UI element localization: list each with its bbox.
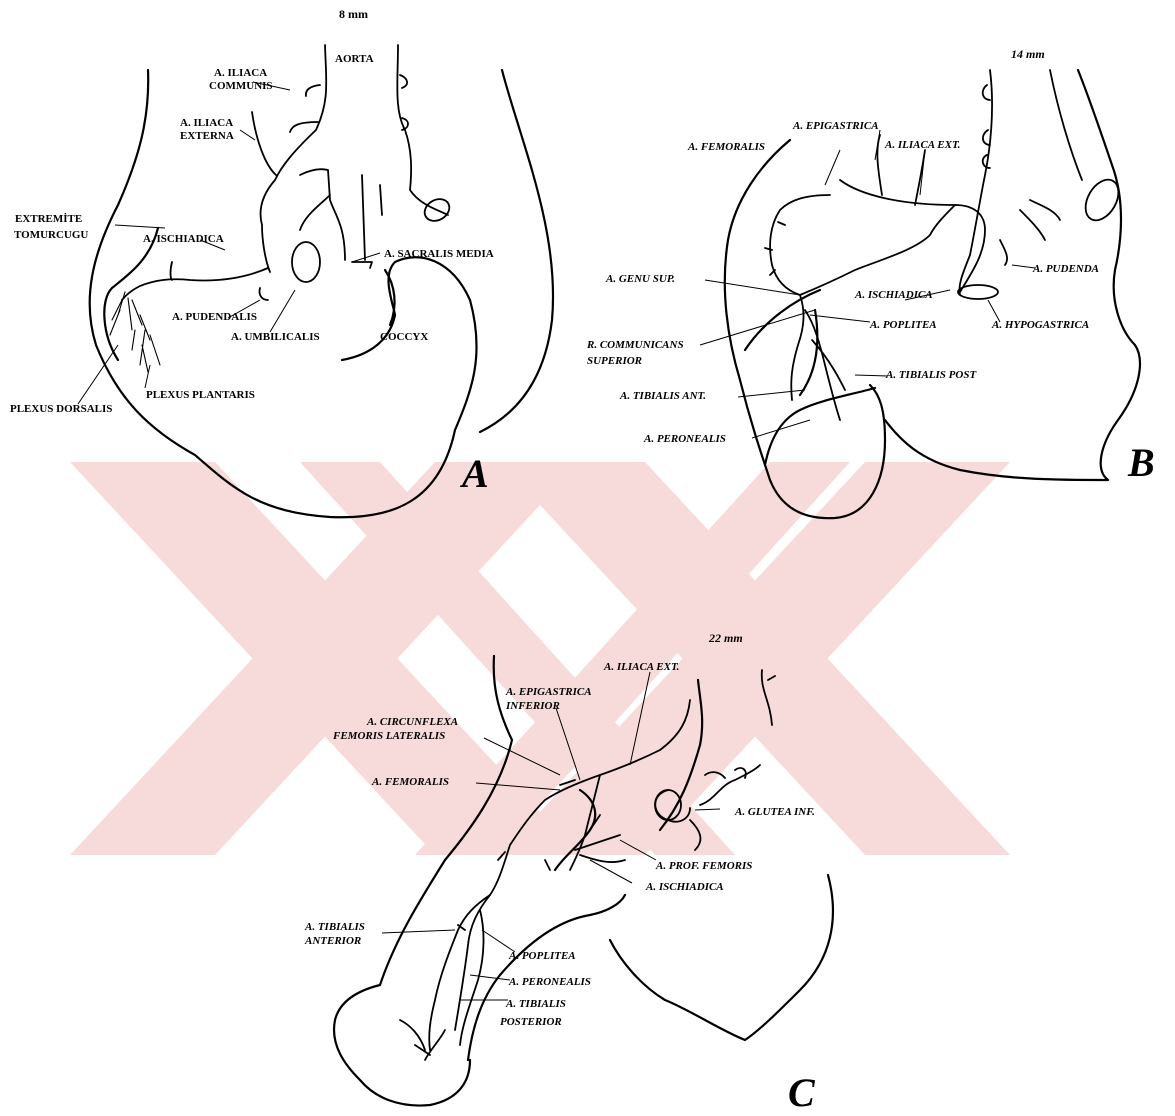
- label-plexus-plantaris: PLEXUS PLANTARIS: [146, 389, 255, 401]
- label-iliaca-communis-2: COMMUNIS: [209, 80, 273, 92]
- label-b-genu-sup: A. GENU SUP.: [605, 273, 675, 285]
- panel-b-iliac-trunk: [959, 70, 992, 295]
- panel-a: 8 mm AORTA A. ILIACA COMMUNIS A. ILIACA …: [10, 7, 553, 517]
- panel-b-body-right: [885, 70, 1140, 480]
- label-iliaca-externa-1: A. ILIACA: [180, 117, 233, 129]
- label-pudendalis: A. PUDENDALIS: [172, 311, 257, 323]
- label-c-poplitea: A. POPLITEA: [508, 950, 576, 962]
- label-b-communicans-2: SUPERIOR: [587, 355, 642, 367]
- panel-b-letter: B: [1127, 440, 1155, 485]
- label-coccyx: COCCYX: [380, 331, 428, 343]
- panel-c-scale: 22 mm: [708, 631, 743, 645]
- panel-a-scale: 8 mm: [339, 7, 368, 21]
- label-b-poplitea: A. POPLITEA: [869, 319, 937, 331]
- panel-b-orifice-hypogastrica: [958, 285, 998, 299]
- label-b-peronealis: A. PERONEALIS: [643, 433, 726, 445]
- label-b-epigastrica: A. EPIGASTRICA: [792, 120, 879, 132]
- label-c-circumflexa-1: A. CIRCUNFLEXA: [366, 716, 458, 728]
- watermark-logo: [70, 462, 1010, 855]
- panel-a-orifice-left: [292, 242, 320, 282]
- label-b-iliaca-ext: A. ILIACA EXT.: [884, 139, 960, 151]
- panel-b-orifice-right: [1079, 174, 1125, 226]
- label-b-femoralis: A. FEMORALIS: [687, 141, 765, 153]
- label-c-femoralis: A. FEMORALIS: [371, 776, 449, 788]
- label-extremite-1: EXTREMİTE: [15, 213, 82, 225]
- label-c-epigastrica-1: A. EPIGASTRICA: [505, 686, 592, 698]
- label-c-ischiadica: A. ISCHIADICA: [645, 881, 724, 893]
- label-c-epigastrica-2: INFERIOR: [505, 700, 560, 712]
- panel-a-body-outline: [90, 70, 477, 517]
- label-iliaca-externa-2: EXTERNA: [180, 130, 234, 142]
- label-a-ischiadica: A. ISCHIADICA: [143, 233, 224, 245]
- label-c-tibialis-anterior-1: A. TIBIALIS: [304, 921, 365, 933]
- label-c-iliaca-ext: A. ILIACA EXT.: [603, 661, 679, 673]
- panel-b: 14 mm A. EPIGASTRICA A. FEMORALIS A. ILI…: [586, 47, 1155, 518]
- label-b-pudenda: A. PUDENDA: [1032, 263, 1099, 275]
- label-c-glutea-inf: A. GLUTEA INF.: [734, 806, 815, 818]
- label-umbilicalis: A. UMBILICALIS: [231, 331, 320, 343]
- label-b-hypogastrica: A. HYPOGASTRICA: [991, 319, 1089, 331]
- label-c-prof-femoris: A. PROF. FEMORIS: [655, 860, 752, 872]
- label-c-tibialis-posterior-2: POSTERIOR: [500, 1016, 562, 1028]
- label-c-circumflexa-2: FEMORIS LATERALIS: [332, 730, 445, 742]
- panel-c-letter: C: [788, 1070, 816, 1115]
- panel-a-letter: A: [459, 451, 489, 496]
- label-c-peronealis: A. PERONEALIS: [508, 976, 591, 988]
- label-b-communicans-1: R. COMMUNICANS: [586, 339, 684, 351]
- label-b-tibialis-ant: A. TIBIALIS ANT.: [619, 390, 706, 402]
- label-aorta: AORTA: [335, 53, 374, 65]
- label-c-tibialis-posterior-1: A. TIBIALIS: [505, 998, 566, 1010]
- panel-b-scale: 14 mm: [1011, 47, 1045, 61]
- label-c-tibialis-anterior-2: ANTERIOR: [304, 935, 361, 947]
- panel-a-ischiadica-vessel: [122, 262, 268, 300]
- label-sacralis-media: A. SACRALIS MEDIA: [384, 248, 494, 260]
- label-b-tibialis-post: A. TIBIALIS POST: [885, 369, 977, 381]
- label-plexus-dorsalis: PLEXUS DORSALIS: [10, 403, 112, 415]
- panel-a-iliaca-externa: [252, 112, 276, 175]
- label-iliaca-communis-1: A. ILIACA: [214, 67, 267, 79]
- label-extremite-2: TOMURCUGU: [14, 229, 88, 241]
- label-b-ischiadica: A. ISCHIADICA: [854, 289, 933, 301]
